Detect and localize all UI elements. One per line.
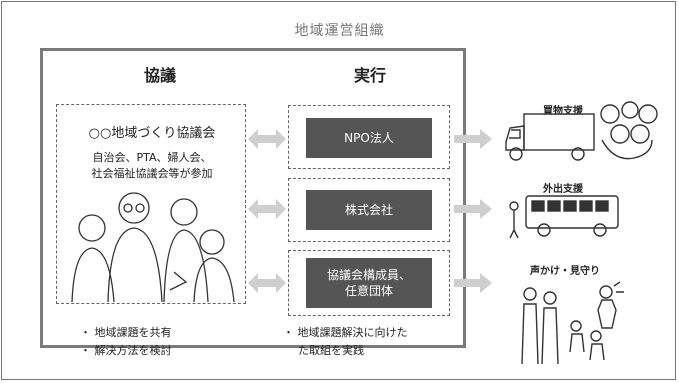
watching-people-icon: [521, 281, 624, 365]
bus-icon: [509, 195, 619, 239]
service-arrows: [454, 129, 492, 293]
double-arrow-2: [248, 199, 286, 219]
executor-members-label-2: 任意団体: [344, 284, 393, 298]
executor-company-label: 株式会社: [344, 203, 393, 217]
executor-npo: NPO法人: [306, 118, 432, 158]
service-arrow-2: [454, 199, 492, 219]
execution-heading: 実行: [353, 66, 386, 85]
double-arrows: [248, 129, 286, 293]
executor-box-3: [288, 250, 450, 316]
executor-box-1: [288, 105, 450, 169]
executor-members-label-1: 協議会構成員、: [326, 268, 411, 282]
council-box: [56, 104, 246, 304]
service-arrow-1: [454, 129, 492, 149]
right-bullet-1: ・ 地域課題解決に向けた: [283, 326, 408, 339]
executor-box-2: [288, 178, 450, 242]
double-arrow-3: [248, 273, 286, 293]
executor-members: 協議会構成員、 任意団体: [306, 258, 432, 308]
service-arrow-3: [454, 273, 492, 293]
service-label-shopping: 買物支援: [543, 106, 583, 117]
executor-npo-label: NPO法人: [344, 131, 394, 145]
council-description-1: 自治会、PTA、婦人会、: [92, 151, 212, 164]
service-label-watch: 声かけ・見守り: [530, 266, 600, 277]
delivery-truck-icon: [505, 101, 658, 161]
diagram-title: 地域運営組織: [294, 23, 385, 39]
organization-box: [40, 48, 466, 348]
discussion-heading: 協議: [143, 66, 176, 85]
left-bullet-1: ・ 地域課題を共有: [80, 326, 172, 339]
executor-company: 株式会社: [306, 190, 432, 230]
left-bullet-2: ・ 解決方法を検討: [80, 344, 172, 357]
council-name: ○○地域づくり協議会: [88, 126, 216, 141]
council-description-2: 社会福祉協議会等が参加: [91, 167, 213, 180]
people-illustration: [71, 192, 235, 302]
right-bullet-2: た取組を実践: [298, 344, 364, 357]
service-label-outing: 外出支援: [543, 184, 583, 195]
double-arrow-1: [248, 129, 286, 149]
